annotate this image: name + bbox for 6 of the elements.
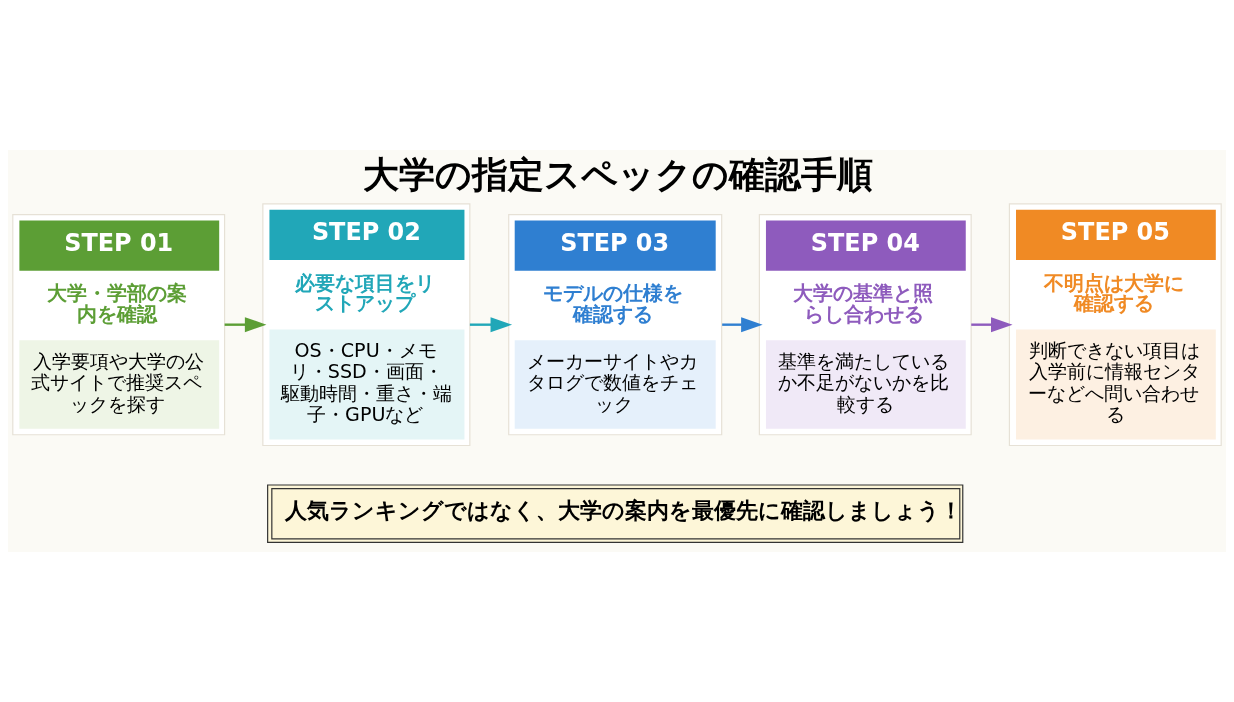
- arrow: [971, 317, 1013, 333]
- diagram-title: 大学の指定スペックの確認手順: [362, 154, 873, 196]
- arrow: [224, 317, 267, 333]
- arrow: [722, 317, 763, 333]
- label: 人気ランキングではなく、大学の案内を最優先に確認しましょう！: [284, 497, 962, 523]
- arrow: [469, 317, 513, 333]
